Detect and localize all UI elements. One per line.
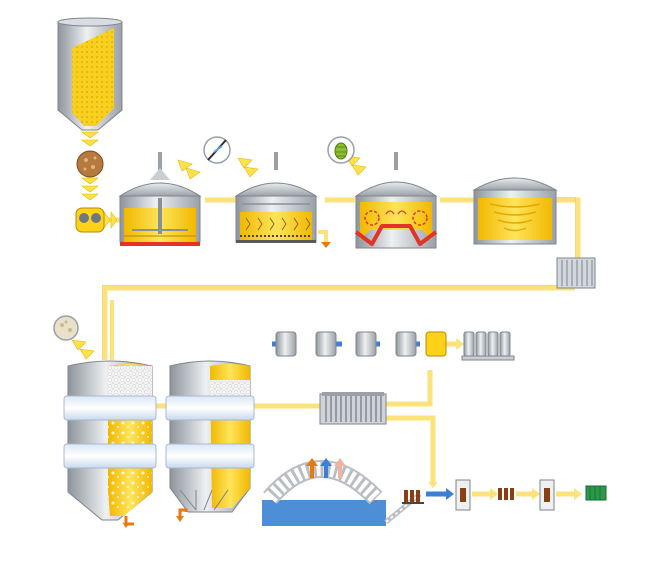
bottle-icon (404, 490, 420, 502)
grain-icon (76, 150, 104, 178)
conveyor (384, 492, 422, 524)
whirlpool (472, 177, 558, 245)
keg-line (272, 331, 515, 361)
bottling-line (402, 479, 582, 511)
keg-icon (275, 331, 447, 357)
yeast-icon (53, 315, 79, 341)
keg-pallet (461, 331, 515, 361)
heat-exchanger-icon (556, 257, 596, 289)
pipe-outline (102, 197, 576, 360)
water-drop-icon (203, 136, 231, 164)
lauter-tun (234, 152, 331, 248)
crate-icon (585, 485, 607, 501)
fermentation-tank (63, 360, 157, 528)
arrow-to-bottling (428, 482, 438, 488)
flow-chevrons (71, 131, 367, 360)
wort-kettle (354, 152, 438, 249)
maturation-tank (165, 360, 255, 522)
mash-tun (118, 152, 202, 246)
malt-silo (57, 17, 123, 131)
filter-icon (319, 392, 387, 425)
mill-icon (75, 207, 105, 233)
bottle-washer (262, 458, 386, 526)
hop-icon (327, 136, 355, 164)
